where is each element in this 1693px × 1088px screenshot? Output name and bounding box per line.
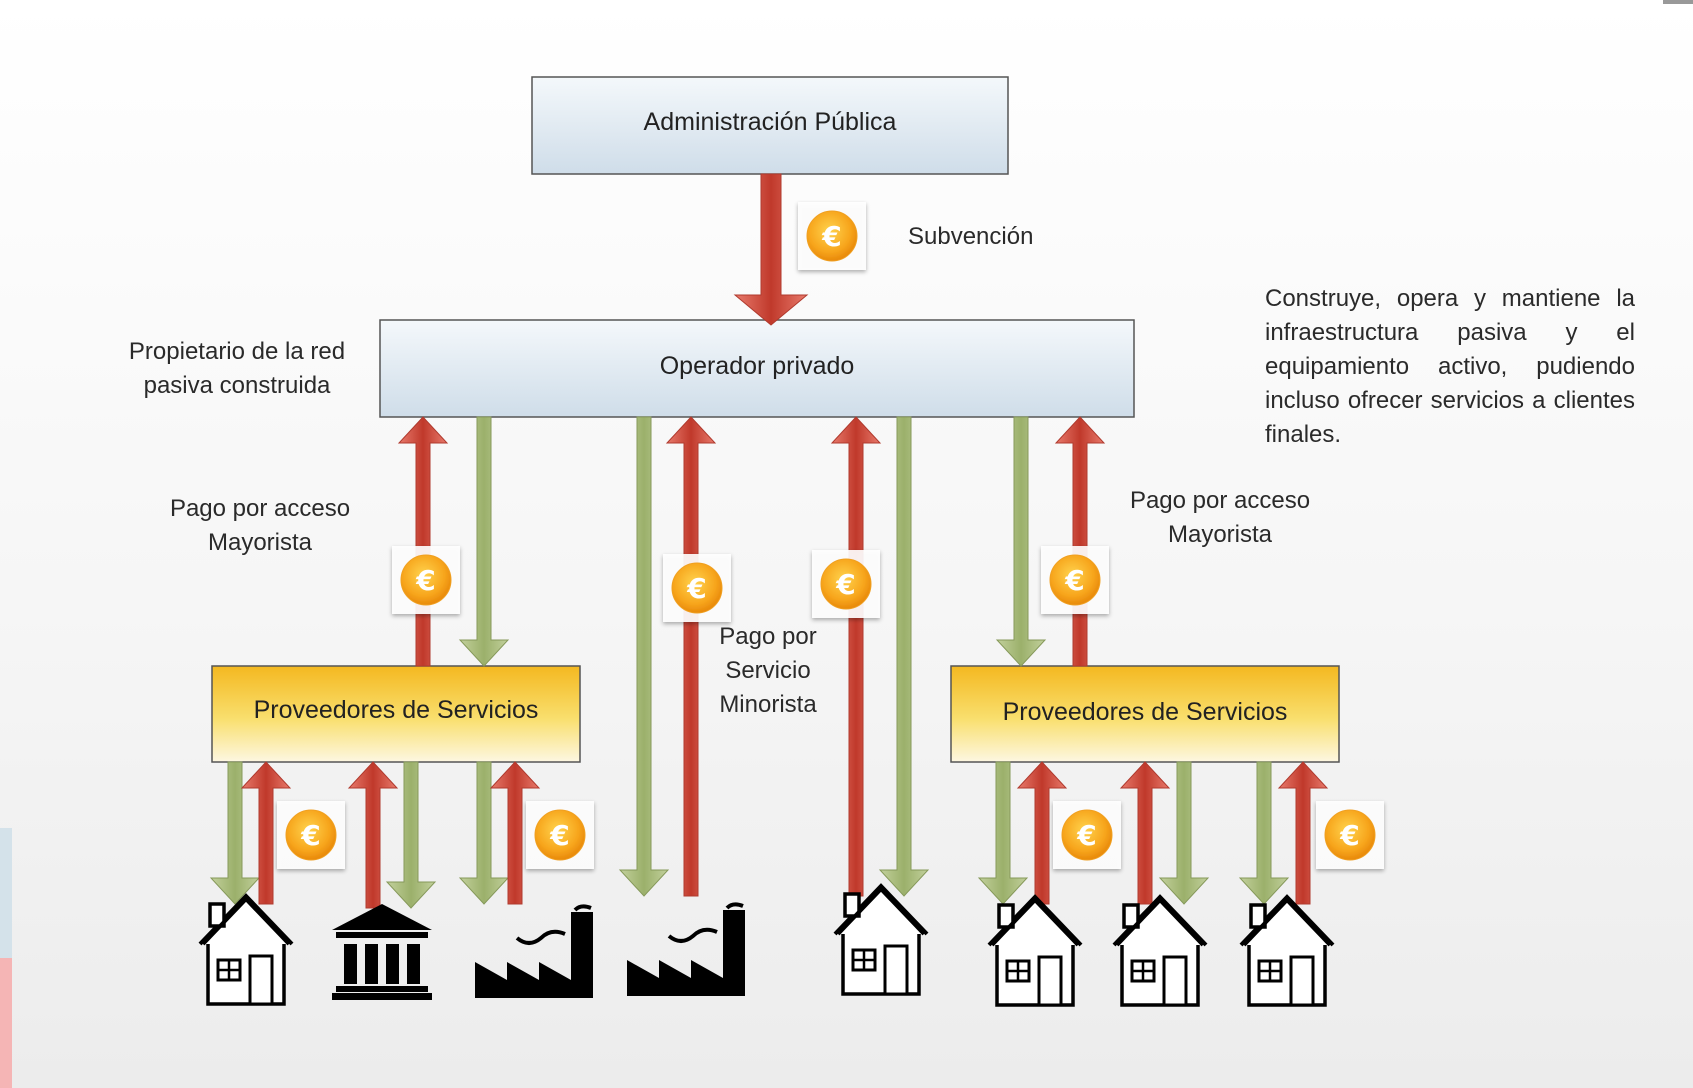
payment-arrow — [240, 761, 292, 905]
arrows-layer — [209, 173, 1329, 909]
bank-icon — [332, 904, 432, 1000]
house-icon — [198, 893, 294, 1006]
owner-label-line1: Propietario de la red — [128, 338, 346, 365]
euro-coin-icon: € — [392, 546, 460, 614]
euro-coin-icon: € — [526, 801, 594, 869]
admin-label: Administración Pública — [643, 108, 897, 136]
payment-arrow — [347, 761, 399, 909]
euro-symbol: € — [1064, 564, 1084, 597]
subsidy-label: Subvención — [908, 223, 1034, 250]
wholesale-payment-arrow — [1054, 416, 1106, 667]
service-arrow — [385, 761, 437, 909]
wholesale-service-arrow — [458, 416, 510, 667]
retail-line3: Minorista — [719, 691, 817, 718]
wholesale-service-arrow — [995, 416, 1047, 667]
retail-service-arrow — [878, 416, 930, 897]
factory-icon — [475, 904, 593, 998]
operator-box — [379, 319, 1135, 418]
end-user-icons — [198, 883, 1335, 1007]
retail-line2: Servicio — [725, 657, 811, 684]
euro-coin-icon: € — [798, 202, 866, 270]
euro-coin-icon: € — [1053, 801, 1121, 869]
house-icon — [1112, 894, 1208, 1007]
euro-coin-icon: € — [1041, 546, 1109, 614]
euro-symbol: € — [1339, 819, 1359, 852]
house-icon — [1239, 894, 1335, 1007]
providers-left-label: Proveedores de Servicios — [253, 696, 539, 724]
euro-symbol: € — [821, 220, 841, 253]
factory-icon — [627, 902, 745, 996]
euro-coin-icon: € — [1316, 801, 1384, 869]
coins-layer: € € € € € € € € € — [277, 202, 1384, 869]
edge-accent — [0, 958, 12, 1088]
operator-note: Construye, opera y mantiene la infraestr… — [1265, 285, 1635, 448]
house-icon — [987, 894, 1083, 1007]
wholesale-left-line2: Mayorista — [207, 529, 313, 556]
service-arrow — [977, 761, 1029, 905]
retail-service-arrow — [618, 416, 670, 897]
service-arrow — [458, 761, 510, 905]
providers-right-box — [950, 665, 1340, 763]
subsidy-arrow — [733, 173, 809, 326]
wholesale-left-label: Pago por acceso Mayorista — [150, 492, 370, 560]
service-arrow — [1158, 761, 1210, 905]
house-icon — [833, 883, 929, 996]
service-arrow — [209, 761, 261, 905]
euro-coin-icon: € — [277, 801, 345, 869]
wholesale-right-label: Pago por acceso Mayorista — [1110, 484, 1330, 552]
payment-arrow — [1016, 761, 1068, 905]
wholesale-right-line2: Mayorista — [1167, 521, 1273, 548]
retail-line1: Pago por — [719, 623, 817, 650]
retail-label: Pago por Servicio Minorista — [700, 620, 836, 722]
euro-coin-icon: € — [663, 554, 731, 622]
edge-accent — [1663, 0, 1693, 4]
providers-right-label: Proveedores de Servicios — [1002, 698, 1288, 726]
euro-symbol: € — [835, 568, 855, 601]
providers-left-box — [211, 665, 581, 763]
wholesale-right-line1: Pago por acceso — [1129, 487, 1311, 514]
edge-accent — [0, 828, 12, 958]
payment-arrow — [489, 761, 541, 905]
wholesale-left-line1: Pago por acceso — [169, 495, 351, 522]
payment-arrow — [1119, 761, 1171, 905]
euro-symbol: € — [1076, 819, 1096, 852]
admin-box — [531, 76, 1009, 175]
euro-symbol: € — [300, 819, 320, 852]
retail-payment-arrow — [665, 416, 717, 897]
owner-label-line2: pasiva construida — [143, 372, 331, 399]
payment-arrow — [1277, 761, 1329, 905]
operator-label: Operador privado — [659, 352, 855, 380]
wholesale-payment-arrow — [397, 416, 449, 667]
euro-symbol: € — [686, 572, 706, 605]
euro-symbol: € — [415, 564, 435, 597]
euro-symbol: € — [549, 819, 569, 852]
service-arrow — [1238, 761, 1290, 905]
owner-label: Propietario de la red pasiva construida — [112, 335, 362, 403]
retail-payment-arrow — [830, 416, 882, 897]
euro-coin-icon: € — [812, 550, 880, 618]
